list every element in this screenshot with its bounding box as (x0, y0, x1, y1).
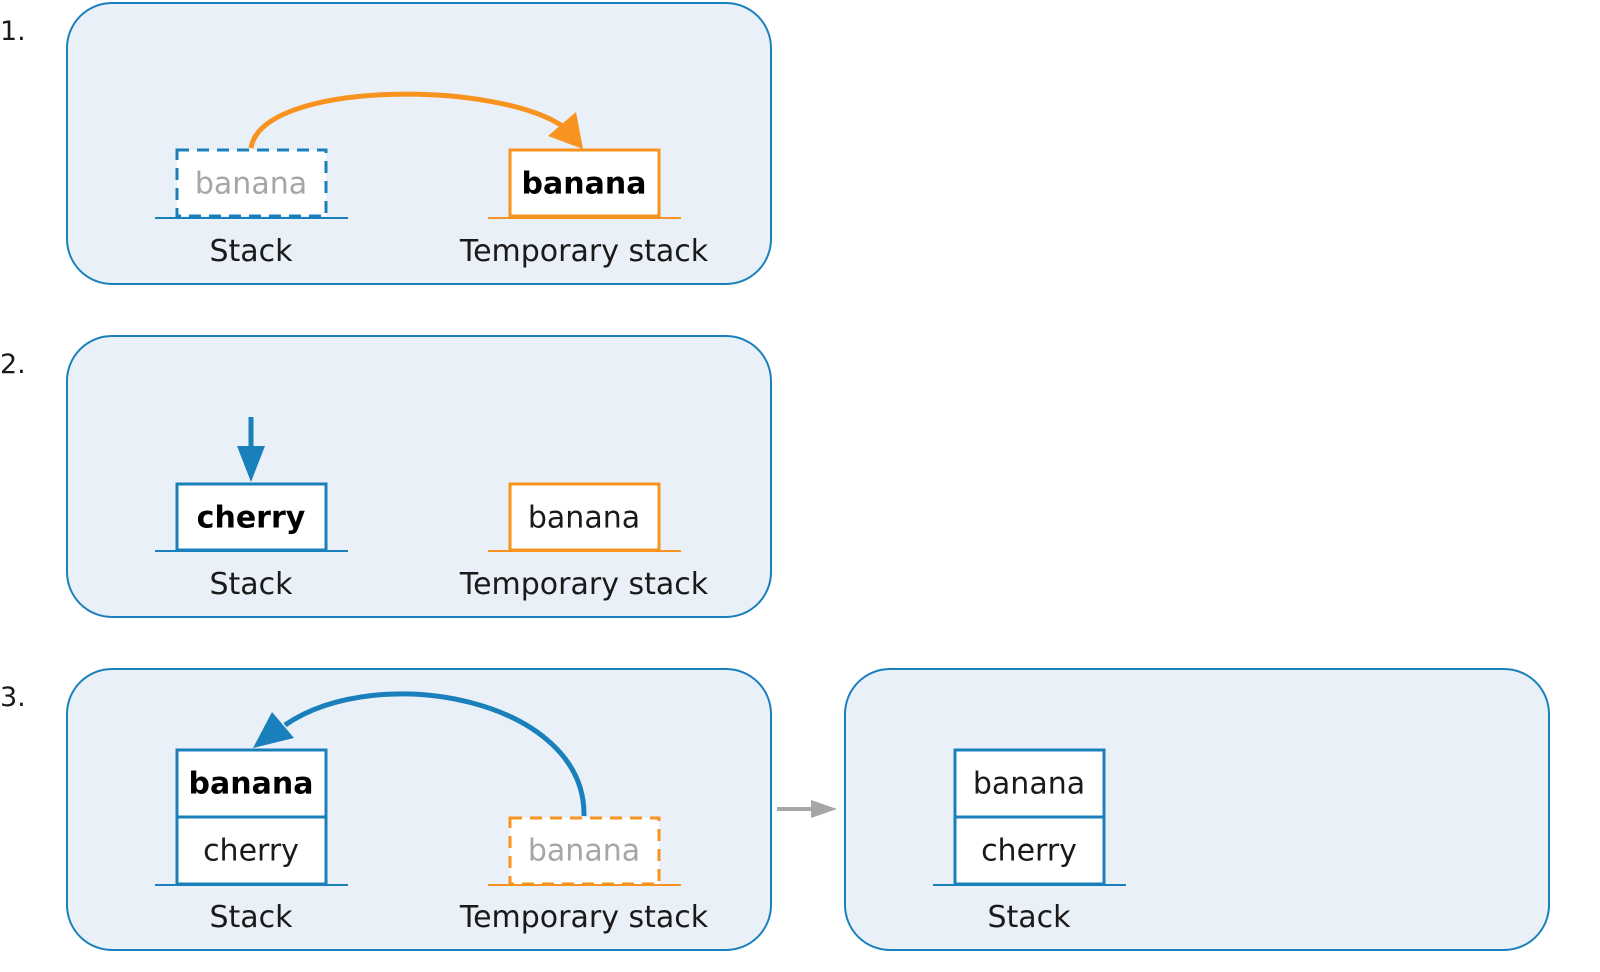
stack-label: Stack (209, 900, 293, 935)
temp-stack-item (508, 148, 661, 218)
return-arrow-head (253, 712, 294, 748)
stack-item-bottom (175, 815, 328, 886)
pop-arrow-curve (248, 91, 567, 149)
stack-item-label: banana (973, 767, 1085, 802)
stack-label: Stack (209, 567, 293, 602)
temp-stack-item-label: banana (522, 167, 647, 202)
pop-arrow-head (548, 112, 583, 149)
stack-item-ghost (175, 148, 328, 218)
result-panel (844, 668, 1550, 951)
temp-stack-label: Temporary stack (459, 234, 709, 269)
result-connector (777, 800, 837, 818)
temp-stack-item (508, 482, 661, 552)
step-3: 3. banana cherry banana Stack Temporary … (0, 668, 772, 951)
step-2: 2. cherry banana Stack Temporary stack (0, 335, 772, 618)
result: banana cherry Stack (844, 668, 1550, 951)
temp-stack-item-label: banana (528, 834, 640, 869)
push-arrow-head (237, 446, 265, 482)
temp-stack-label: Temporary stack (459, 900, 709, 935)
temp-stack-item-ghost (508, 816, 661, 886)
step-number: 3. (0, 682, 26, 713)
connector-arrow-head (811, 800, 837, 818)
step-number: 2. (0, 349, 26, 380)
stack-label: Stack (987, 900, 1071, 935)
stack-item-label: banana (189, 767, 314, 802)
stack-item-top (175, 748, 328, 819)
step-1: 1. banana banana Stack Temporary stack (0, 2, 772, 285)
stack-item-bottom (953, 815, 1106, 886)
stack-item-label: banana (195, 167, 307, 202)
temp-stack-label: Temporary stack (459, 567, 709, 602)
stack-item-label: cherry (203, 834, 299, 869)
stack-label: Stack (209, 234, 293, 269)
stack-item-label: cherry (197, 501, 306, 536)
return-arrow-curve (283, 691, 587, 817)
temp-stack-item-label: banana (528, 501, 640, 536)
stack-item (175, 482, 328, 552)
stack-item-label: cherry (981, 834, 1077, 869)
step-number: 1. (0, 16, 26, 47)
